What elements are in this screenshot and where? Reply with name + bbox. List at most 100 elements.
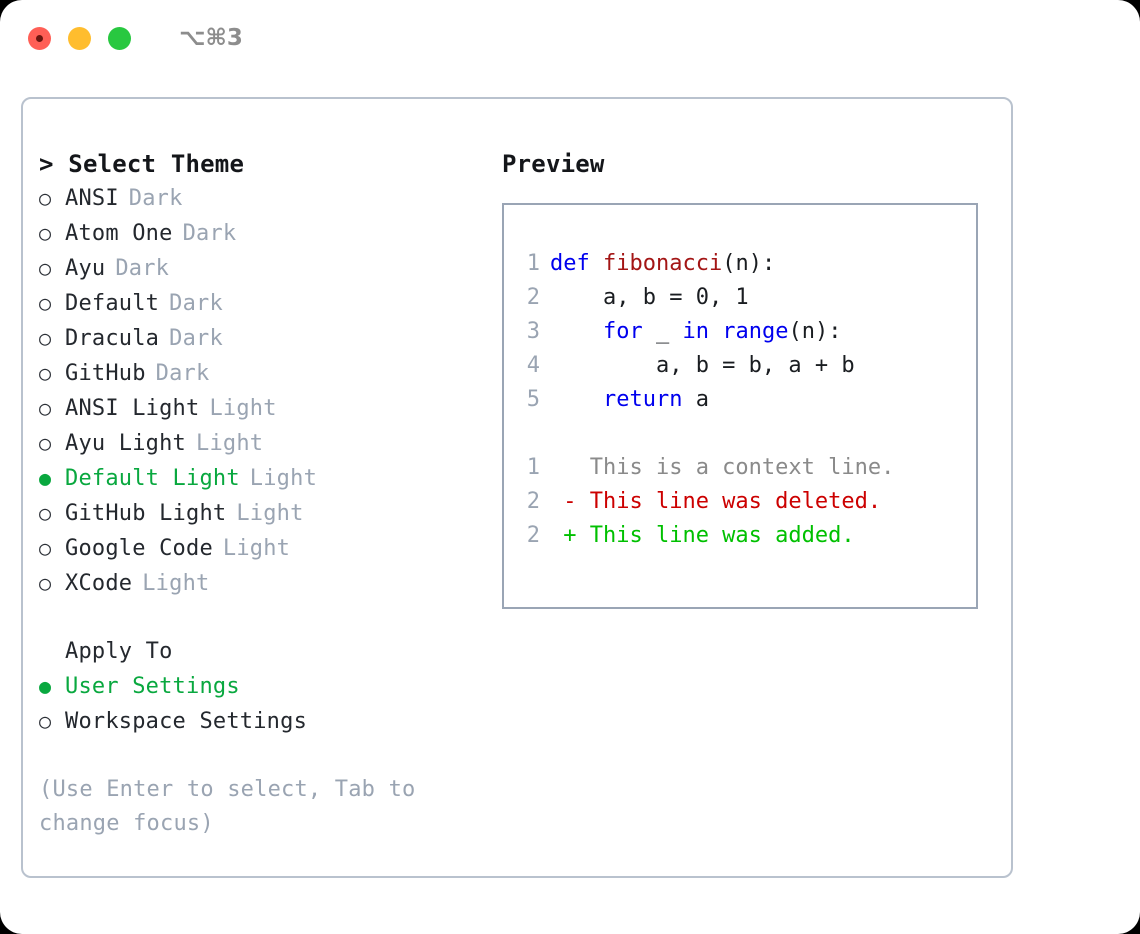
radio-unselected-icon: ○ — [39, 291, 52, 315]
code-token: (n): — [722, 251, 776, 276]
theme-name: Dracula — [65, 326, 160, 351]
apply-to-label: User Settings — [65, 674, 240, 699]
code-text: return a — [550, 383, 709, 417]
code-token: a, b = b, a + b — [550, 353, 855, 378]
code-text: a, b = b, a + b — [550, 349, 855, 383]
diff-text: This is a context line. — [550, 455, 895, 480]
code-text: a, b = 0, 1 — [550, 281, 749, 315]
theme-variant-tag: Light — [222, 536, 291, 561]
theme-list-item[interactable]: ○ GitHub Dark — [39, 356, 499, 391]
line-number: 2 — [526, 523, 540, 548]
theme-variant-tag: Dark — [182, 221, 237, 246]
line-number: 5 — [526, 387, 540, 412]
code-token — [550, 319, 603, 344]
code-line: 2 a, b = 0, 1 — [514, 281, 976, 315]
maximize-button[interactable] — [108, 26, 131, 50]
theme-name: Ayu — [65, 256, 106, 281]
theme-name: ANSI — [65, 186, 119, 211]
window-controls — [28, 26, 131, 50]
radio-unselected-icon: ○ — [39, 221, 52, 245]
theme-name: ANSI Light — [65, 396, 200, 421]
apply-to-list[interactable]: ● User Settings ○ Workspace Settings — [39, 669, 499, 739]
theme-variant-tag: Light — [249, 466, 318, 491]
theme-name: GitHub Light — [65, 501, 227, 526]
keyboard-shortcut-label: ⌥⌘3 — [179, 25, 243, 51]
apply-to-header: Apply To — [65, 639, 173, 664]
title-bar: ⌥⌘3 — [0, 0, 1140, 76]
diff-text: - This line was deleted. — [550, 489, 882, 514]
theme-list-item[interactable]: ○ Ayu Dark — [39, 251, 499, 286]
keyboard-hint: (Use Enter to select, Tab to change focu… — [39, 777, 416, 836]
theme-list-item[interactable]: ○ XCode Light — [39, 566, 499, 601]
code-token: in — [682, 319, 709, 344]
theme-variant-tag: Dark — [155, 361, 210, 386]
radio-unselected-icon: ○ — [39, 536, 52, 560]
theme-name: XCode — [65, 571, 133, 596]
theme-variant-tag: Dark — [128, 186, 183, 211]
theme-name: Ayu Light — [65, 431, 187, 456]
code-line: 1 def fibonacci(n): — [514, 247, 976, 281]
theme-variant-tag: Dark — [169, 326, 223, 351]
theme-list-item[interactable]: ○ Google Code Light — [39, 531, 499, 566]
close-button[interactable] — [28, 26, 51, 50]
theme-variant-tag: Dark — [169, 291, 223, 316]
code-text: def fibonacci(n): — [550, 247, 775, 281]
preview-title: Preview — [502, 150, 605, 178]
radio-unselected-icon: ○ — [39, 396, 52, 420]
code-token: (n): — [788, 319, 842, 344]
diff-text: + This line was added. — [550, 523, 855, 548]
radio-unselected-icon: ○ — [39, 326, 52, 350]
apply-to-label: Workspace Settings — [65, 709, 308, 734]
code-token: return — [602, 387, 683, 412]
diff-line: 2 + This line was added. — [514, 519, 976, 553]
code-token — [709, 319, 722, 344]
line-number: 3 — [526, 319, 540, 344]
theme-name: GitHub — [65, 361, 146, 386]
theme-variant-tag: Light — [236, 501, 304, 526]
minimize-button[interactable] — [68, 26, 91, 50]
radio-unselected-icon: ○ — [39, 431, 52, 455]
code-line: 4 a, b = b, a + b — [514, 349, 976, 383]
code-token: fibonacci — [602, 251, 723, 276]
line-number: 4 — [526, 353, 540, 378]
line-number: 2 — [526, 285, 540, 310]
theme-list-item[interactable]: ○ Dracula Dark — [39, 321, 499, 356]
diff-sample: 1 This is a context line.2 - This line w… — [514, 451, 976, 553]
code-token: _ — [642, 319, 683, 344]
theme-list-item[interactable]: ○ ANSI Dark — [39, 181, 499, 216]
radio-unselected-icon: ○ — [39, 501, 52, 525]
radio-unselected-icon: ○ — [39, 709, 52, 733]
theme-list-item[interactable]: ○ GitHub Light Light — [39, 496, 499, 531]
radio-unselected-icon: ○ — [39, 256, 52, 280]
line-number: 1 — [526, 251, 540, 276]
theme-variant-tag: Light — [142, 571, 210, 596]
code-token: a, b = 0, 1 — [550, 285, 749, 310]
code-token: def — [550, 251, 603, 276]
radio-unselected-icon: ○ — [39, 361, 52, 385]
radio-selected-icon: ● — [39, 674, 52, 698]
diff-line: 2 - This line was deleted. — [514, 485, 976, 519]
theme-name: Default — [65, 291, 160, 316]
radio-unselected-icon: ○ — [39, 571, 52, 595]
theme-list-item[interactable]: ○ Default Dark — [39, 286, 499, 321]
section-spacer — [39, 601, 499, 635]
radio-unselected-icon: ○ — [39, 186, 52, 210]
apply-to-item[interactable]: ● User Settings — [39, 669, 499, 704]
code-diff-spacer — [514, 417, 976, 451]
apply-to-item[interactable]: ○ Workspace Settings — [39, 704, 499, 739]
code-token: a — [682, 387, 709, 412]
radio-selected-icon: ● — [39, 466, 52, 490]
theme-name: Google Code — [65, 536, 213, 561]
code-text: for _ in range(n): — [550, 315, 841, 349]
theme-variant-tag: Dark — [115, 256, 170, 281]
code-line: 5 return a — [514, 383, 976, 417]
